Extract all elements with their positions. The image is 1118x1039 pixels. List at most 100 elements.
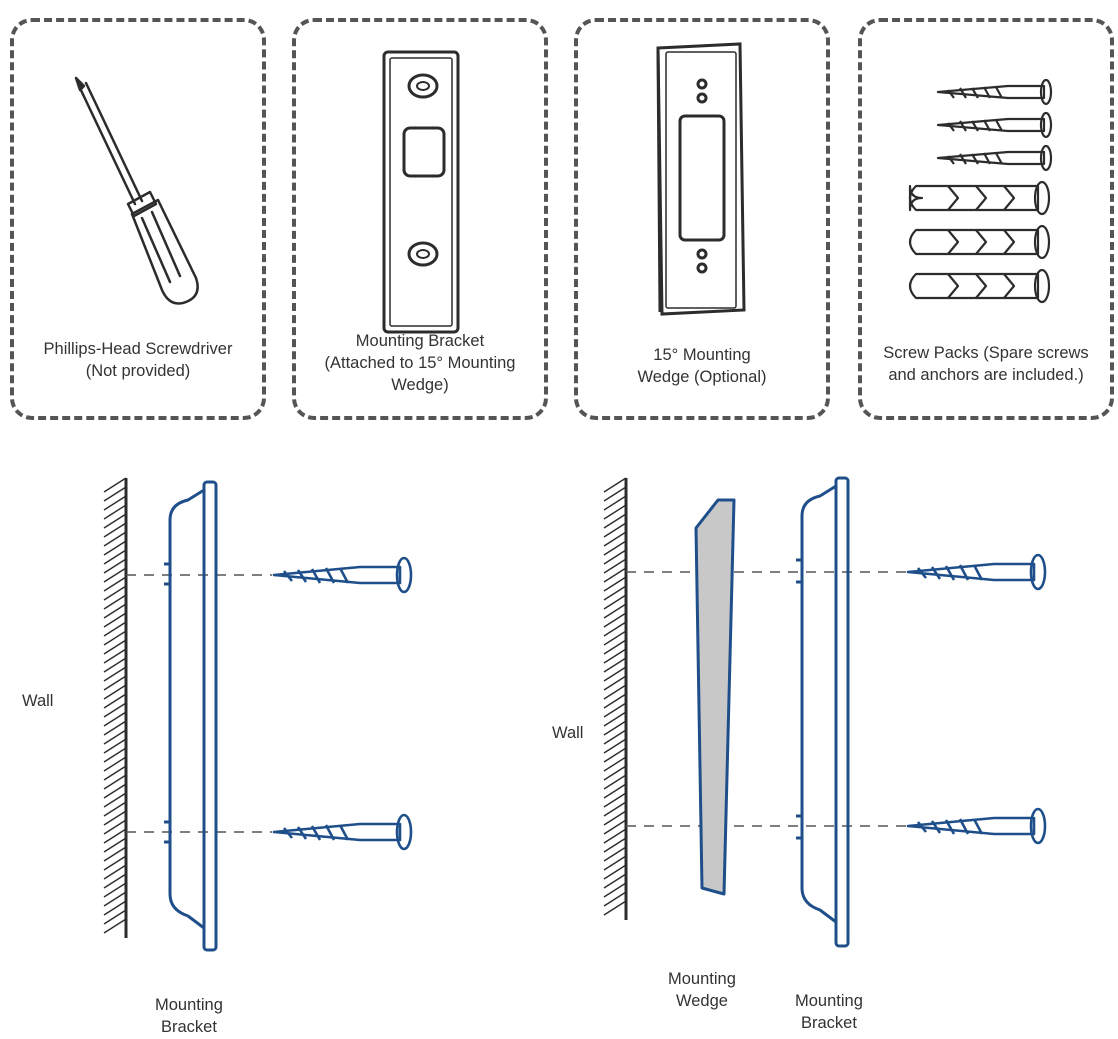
wall-hatch-line — [103, 828, 127, 844]
wall-hatch-line — [603, 801, 627, 817]
wall-hatch-line — [603, 711, 627, 727]
wall-hatch-line — [103, 648, 127, 664]
wall-hatch-line — [103, 486, 127, 502]
wall-hatch-line — [603, 495, 627, 511]
wall-hatch-line — [103, 774, 127, 790]
wall-hatch-line — [603, 774, 627, 790]
caption-line: Phillips-Head Screwdriver — [43, 340, 233, 358]
wall-hatch-line — [103, 522, 127, 538]
caption-line: and anchors are included.) — [888, 366, 1084, 384]
wall-hatch-line — [103, 837, 127, 853]
wall-hatch-line — [603, 657, 627, 673]
wall-hatch-line — [103, 477, 127, 493]
wall-hatch-line — [103, 846, 127, 862]
wall-hatch-line — [103, 909, 127, 925]
label-line: Bracket — [160, 1018, 217, 1036]
wall-hatch-line — [103, 711, 127, 727]
wall-hatch-line — [603, 873, 627, 889]
install-diagram-bracket-only — [103, 477, 413, 952]
wall-hatch-line — [103, 738, 127, 754]
wall-hatch-line — [603, 864, 627, 880]
wall-hatch-line — [603, 720, 627, 736]
wall-hatch-line — [103, 801, 127, 817]
wall-hatch-line — [603, 621, 627, 637]
wall-hatch-line — [103, 891, 127, 907]
install-diagram-with-wedge — [603, 476, 1047, 948]
wall-hatch-line — [103, 531, 127, 547]
wall-hatch-line — [103, 792, 127, 808]
wall-hatch-line — [603, 567, 627, 583]
wall-hatch-line — [103, 612, 127, 628]
caption-line: 15° Mounting — [653, 346, 751, 364]
bracket-label-right: Mounting Bracket — [795, 990, 863, 1034]
caption-line: (Attached to 15° Mounting — [324, 354, 516, 372]
wall-hatch-line — [103, 621, 127, 637]
wall-hatch-line — [103, 747, 127, 763]
wall-hatch-line — [603, 540, 627, 556]
wall-hatch-line — [603, 747, 627, 763]
label-line: Mounting — [668, 970, 736, 988]
wall-hatch-line — [603, 648, 627, 664]
wall-hatch-line — [103, 882, 127, 898]
screwdriver-icon — [74, 76, 199, 305]
wall-hatch-line — [603, 810, 627, 826]
wall-hatch-line — [103, 567, 127, 583]
caption-line: Mounting Bracket — [355, 332, 485, 350]
wall-hatch-line — [603, 513, 627, 529]
part-box-bracket — [292, 18, 548, 420]
wall-hatch-line — [103, 594, 127, 610]
wall-hatch-line — [103, 900, 127, 916]
wall-hatch-line — [103, 639, 127, 655]
wall-hatch-line — [603, 576, 627, 592]
wall-hatch-line — [603, 891, 627, 907]
wall-hatch-line — [603, 585, 627, 601]
wall-label-left: Wall — [22, 692, 54, 710]
wall-hatch-line — [603, 666, 627, 682]
wall-hatch-line — [603, 882, 627, 898]
wall-hatch-line — [603, 819, 627, 835]
wall-hatch-line — [103, 873, 127, 889]
mounting-bracket-icon — [382, 50, 460, 334]
wall-hatch-line — [103, 540, 127, 556]
caption-line: Wedge) — [391, 376, 449, 394]
wall-hatch-line — [103, 765, 127, 781]
part-box-wedge — [574, 18, 830, 420]
wall-hatch-line — [603, 639, 627, 655]
wall-hatch-line — [103, 756, 127, 772]
wall-hatch-line — [603, 729, 627, 745]
caption-line: Screw Packs (Spare screws — [883, 344, 1089, 362]
wall-hatch-line — [603, 549, 627, 565]
wall-hatch-line — [603, 504, 627, 520]
wall-hatch-line — [603, 612, 627, 628]
wall-hatch-line — [103, 693, 127, 709]
wall-hatch-line — [603, 738, 627, 754]
wall-hatch-line — [603, 630, 627, 646]
wall-hatch-line — [603, 756, 627, 772]
wall-hatch-line — [603, 477, 627, 493]
part-box-screwdriver — [10, 18, 266, 420]
label-line: Bracket — [800, 1014, 857, 1032]
bracket-label-left: Mounting Bracket — [155, 994, 223, 1038]
caption-screws: Screw Packs (Spare screws and anchors ar… — [858, 342, 1114, 386]
label-line: Wedge — [675, 992, 728, 1010]
wall-hatch-line — [103, 810, 127, 826]
wall-hatch-line — [603, 855, 627, 871]
wall-hatch-line — [103, 549, 127, 565]
wall-hatch-line — [603, 675, 627, 691]
wall-hatch-line — [603, 486, 627, 502]
caption-line: Wedge (Optional) — [637, 368, 767, 386]
wall-hatch-line — [603, 594, 627, 610]
label-line: Mounting — [155, 996, 223, 1014]
wall-hatch-line — [603, 837, 627, 853]
wall-hatch-line — [603, 693, 627, 709]
wall-hatch-line — [603, 702, 627, 718]
part-box-screws — [858, 18, 1114, 420]
wall-hatch-line — [603, 684, 627, 700]
wall-hatch-line — [103, 495, 127, 511]
screw-pack-icon — [908, 78, 1053, 304]
wall-hatch-line — [603, 828, 627, 844]
wall-hatch-line — [103, 729, 127, 745]
wall-label-right: Wall — [552, 724, 584, 742]
wall-hatch-line — [103, 630, 127, 646]
mounting-wedge-icon — [656, 42, 746, 316]
